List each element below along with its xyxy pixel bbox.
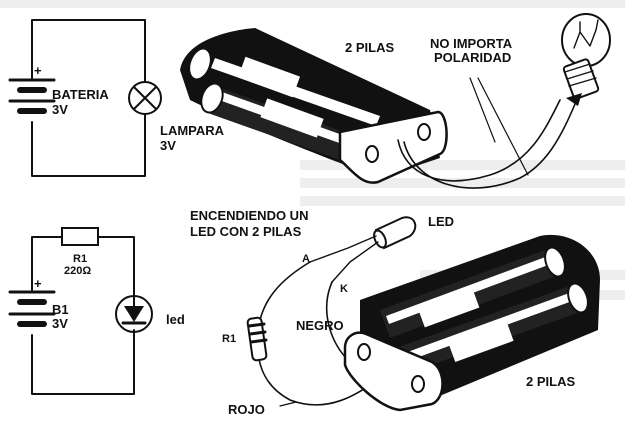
resistor-value: 220Ω: [64, 265, 91, 277]
lamp-voltage: 3V: [160, 138, 176, 153]
led-symbol-label: led: [166, 312, 185, 327]
cathode-label: K: [340, 283, 348, 295]
polarity-note-line2: POLARIDAD: [434, 50, 511, 65]
polarity-note-line1: NO IMPORTA: [430, 36, 513, 51]
top-battery-cell-1: [188, 47, 380, 140]
top-holder-label: 2 PILAS: [345, 40, 394, 55]
lamp-label: LAMPARA: [160, 123, 225, 138]
bottom-battery-cell-1: [380, 246, 566, 338]
black-wire-label: NEGRO: [296, 318, 344, 333]
anode-label: A: [302, 253, 310, 265]
battery-label: BATERIA: [52, 87, 109, 102]
battery-voltage: 3V: [52, 102, 68, 117]
led-diode-symbol: [115, 295, 153, 333]
led-circuit-schematic: R1 220Ω + B1 3V led: [8, 227, 185, 395]
red-wire-label: ROJO: [228, 402, 265, 417]
led-component-icon: [309, 216, 417, 283]
battery-symbol: [8, 78, 56, 114]
resistor-component-label: R1: [222, 333, 236, 345]
battery-plus-sign: +: [34, 63, 42, 78]
light-bulb-icon: [561, 13, 611, 106]
bottom-battery-holder: 2 PILAS: [343, 234, 600, 412]
resistor-name: R1: [73, 253, 87, 265]
led-assembly: ENCENDIENDO UN LED CON 2 PILAS LED A K R…: [190, 208, 454, 417]
led-assembly-title-line1: ENCENDIENDO UN: [190, 208, 308, 223]
lamp-circuit-schematic: + BATERIA 3V LAMPARA 3V: [8, 19, 225, 177]
bottom-battery-cell-2: [396, 282, 589, 374]
led-assembly-title-line2: LED CON 2 PILAS: [190, 224, 302, 239]
battery2-name: B1: [52, 302, 69, 317]
top-battery-holder: 2 PILAS: [180, 28, 448, 184]
led-component-label: LED: [428, 214, 454, 229]
bottom-holder-label: 2 PILAS: [526, 374, 575, 389]
resistor-component-icon: [246, 316, 268, 362]
battery-symbol-2: [8, 290, 56, 327]
lamp-symbol: [128, 81, 162, 115]
resistor-symbol: [61, 227, 99, 246]
battery2-plus-sign: +: [34, 276, 42, 291]
top-holder-wires: [397, 77, 576, 189]
battery2-voltage: 3V: [52, 316, 68, 331]
